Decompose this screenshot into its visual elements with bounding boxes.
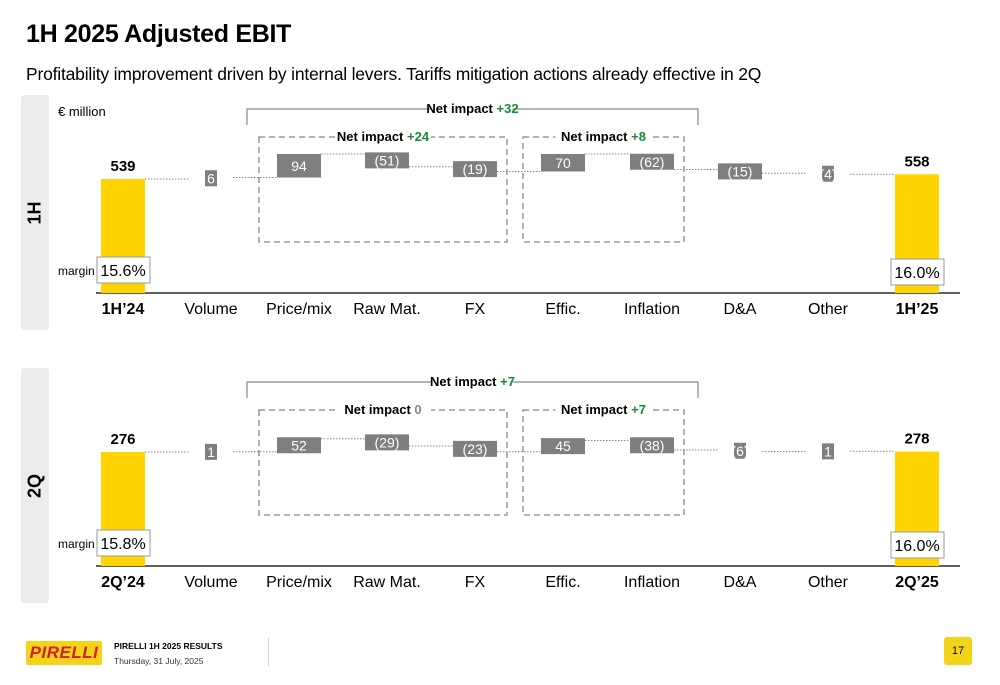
step-value-label: (29) [375, 434, 400, 450]
net-impact-group-label: Net impact 0 [344, 402, 421, 417]
step-value-label: (19) [463, 161, 488, 177]
step-bar-inner [630, 440, 674, 451]
step-value-label: (38) [640, 437, 665, 453]
step-bar [277, 437, 321, 454]
label-background [335, 402, 431, 418]
margin-value-start: 15.6% [100, 263, 145, 280]
step-value-label: 6 [207, 170, 215, 186]
footer-report-title: PIRELLI 1H 2025 RESULTS [114, 641, 223, 651]
step-value-label: (51) [375, 152, 400, 168]
label-background [335, 129, 431, 145]
net-impact-outer-label: Net impact +32 [426, 101, 518, 116]
step-value-label: 52 [291, 437, 307, 453]
step-bar-inner [453, 164, 497, 175]
step-value-label: 1 [824, 443, 832, 459]
margin-box-end [890, 258, 945, 286]
margin-box-start [96, 256, 151, 284]
category-label: Effic. [545, 301, 580, 318]
category-label: Effic. [545, 574, 580, 591]
net-impact-group-box [522, 136, 685, 243]
label-background [432, 373, 513, 391]
margin-value-start: 15.8% [100, 536, 145, 553]
step-bar [541, 438, 585, 455]
step-bar-inner [453, 443, 497, 454]
margin-value-end: 16.0% [894, 538, 939, 555]
category-label: Price/mix [266, 301, 332, 318]
category-label: Raw Mat. [353, 574, 421, 591]
step-bar [822, 443, 834, 460]
margin-box-end [890, 531, 945, 559]
ebit-bridge-chart-2q: Net impact +7 Net impact 0 Net impact +7 27… [58, 373, 960, 591]
category-label: Other [808, 574, 849, 591]
category-label: 1H’25 [896, 301, 939, 318]
pirelli-logo: PIRELLI [26, 641, 102, 665]
net-impact-group-label: Net impact +8 [561, 129, 646, 144]
step-value-label: (23) [463, 441, 488, 457]
net-impact-group-box [258, 409, 508, 516]
step-bar-inner [718, 166, 762, 177]
net-impact-outer-label: Net impact +7 [430, 374, 515, 389]
category-label: Price/mix [266, 574, 332, 591]
step-value-label: (62) [640, 154, 665, 170]
total-value-label: 539 [110, 158, 135, 175]
margin-box-start [96, 529, 151, 557]
step-bar [734, 442, 746, 459]
category-label: FX [465, 301, 486, 318]
step-value-label: 94 [291, 158, 307, 174]
margin-caption: margin [58, 537, 95, 551]
net-impact-group-label: Net impact +7 [561, 402, 646, 417]
category-label: 2Q’24 [101, 574, 145, 591]
page-title: 1H 2025 Adjusted EBIT [26, 20, 292, 48]
step-bar [277, 154, 321, 178]
step-bar-inner [365, 155, 409, 166]
category-label: D&A [724, 574, 757, 591]
category-label: Inflation [624, 574, 680, 591]
category-label: 1H’24 [102, 301, 145, 318]
net-impact-group-label: Net impact +24 [337, 129, 430, 144]
step-value-label: (15) [728, 163, 753, 179]
logo-text: PIRELLI [29, 643, 99, 662]
step-bar [541, 154, 585, 172]
label-background [555, 129, 652, 145]
total-value-label: 276 [110, 431, 135, 448]
step-bar-inner [365, 437, 409, 448]
step-value-label: 70 [555, 155, 571, 171]
step-bar-inner [630, 156, 674, 167]
category-label: Raw Mat. [353, 301, 421, 318]
category-label: D&A [724, 301, 757, 318]
category-label: 2Q’25 [895, 574, 939, 591]
page-number: 17 [944, 637, 972, 665]
step-value-label: 1 [207, 444, 215, 460]
category-label: Inflation [624, 301, 680, 318]
label-background [432, 100, 513, 118]
unit-label: € million [58, 104, 106, 119]
panel-tab-1h: 1H [21, 95, 49, 330]
footer-divider [268, 638, 269, 666]
net-impact-group-box [522, 409, 685, 516]
total-value-label: 278 [904, 431, 929, 448]
label-background [555, 402, 652, 418]
category-label: FX [465, 574, 486, 591]
panel-tab-2q: 2Q [21, 368, 49, 603]
category-label: Other [808, 301, 849, 318]
total-value-label: 558 [904, 153, 929, 170]
category-label: Volume [184, 301, 237, 318]
footer-date: Thursday, 31 July, 2025 [114, 656, 204, 666]
margin-value-end: 16.0% [894, 265, 939, 282]
step-value-label: (6) [731, 443, 748, 459]
step-bar [822, 165, 834, 182]
page-subtitle: Profitability improvement driven by inte… [26, 64, 762, 84]
category-label: Volume [184, 574, 237, 591]
step-value-label: 45 [555, 438, 571, 454]
step-value-label: (4) [819, 166, 836, 182]
step-bar [205, 170, 217, 187]
step-bar [205, 443, 217, 460]
margin-caption: margin [58, 264, 95, 278]
